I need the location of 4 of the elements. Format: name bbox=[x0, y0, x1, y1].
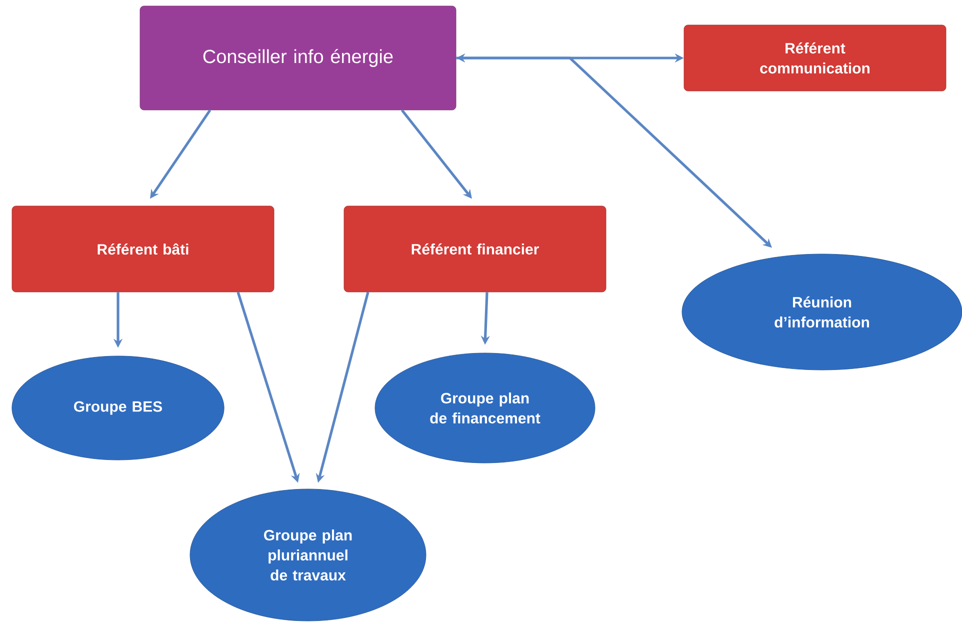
role-box: Référent communication bbox=[684, 24, 946, 92]
role-box: Référent financier bbox=[344, 206, 606, 292]
title-box: Conseiller info énergie bbox=[140, 6, 456, 110]
role-box: Référent bâti bbox=[12, 206, 274, 292]
